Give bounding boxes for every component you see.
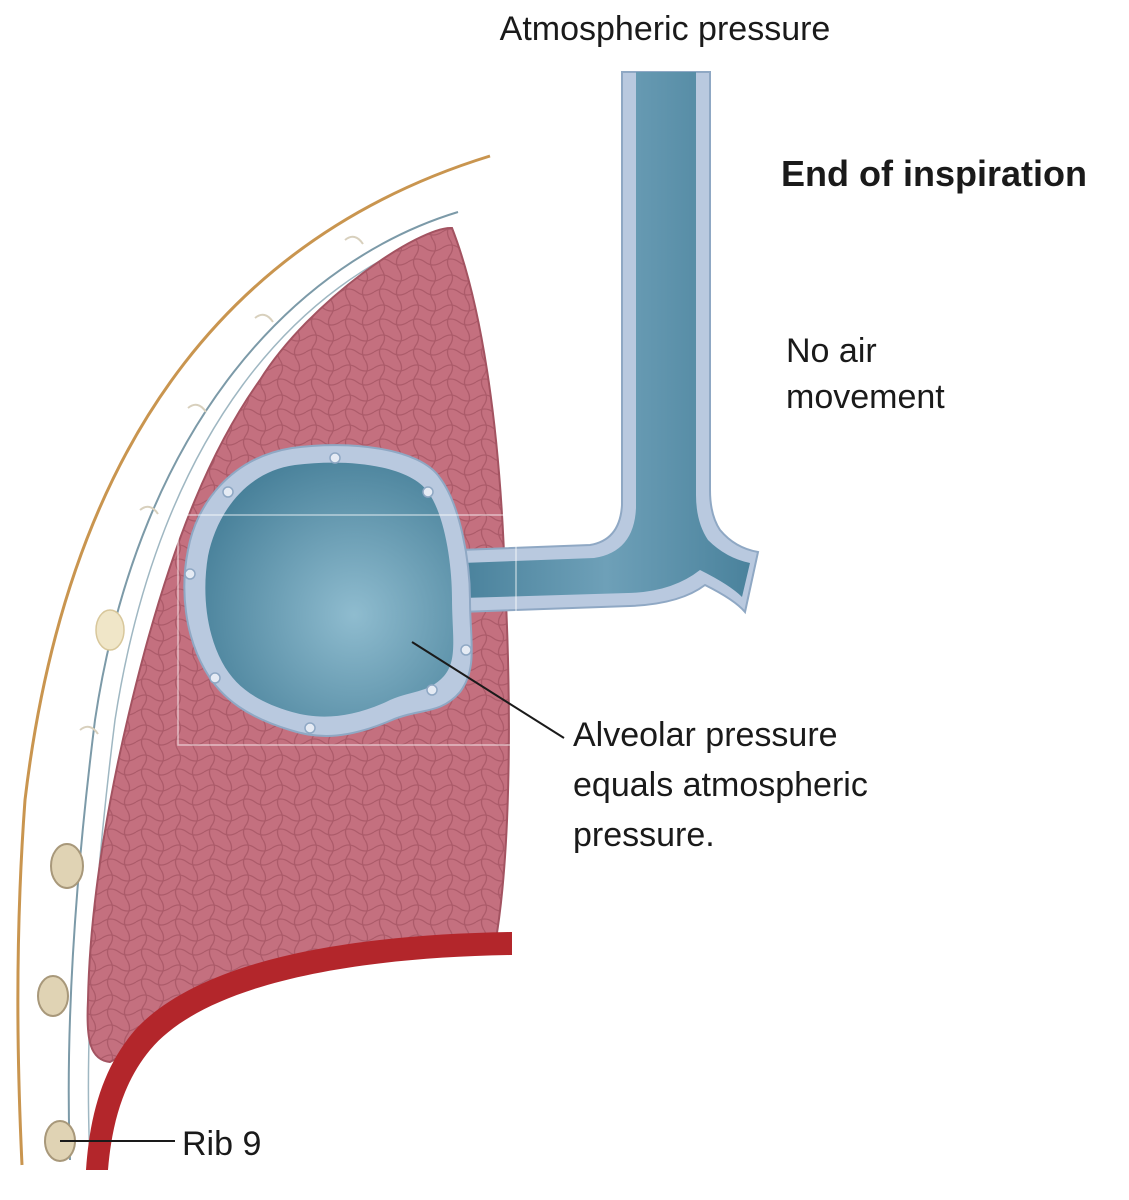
air-movement-label: No air movement	[786, 332, 945, 416]
rib-outlines	[79, 235, 364, 735]
phase-title: End of inspiration	[781, 153, 1087, 194]
rib-upper	[50, 843, 84, 889]
magnification-frame	[177, 514, 517, 746]
alveolar-pressure-label: Alveolar pressure equals atmospheric pre…	[573, 716, 877, 854]
rib-crosssection	[95, 609, 125, 651]
alveolar-wall-cells	[184, 452, 472, 734]
airway	[459, 71, 760, 615]
rib-label: Rib 9	[182, 1125, 261, 1163]
thoracic-wall-line	[16, 154, 491, 1166]
parietal-pleura-line	[67, 211, 459, 1161]
diaphragm	[86, 932, 512, 1170]
ribs	[37, 843, 84, 1162]
alveolus	[183, 444, 473, 737]
alveolar-leader-line	[411, 641, 565, 739]
atmospheric-pressure-label: Atmospheric pressure	[500, 10, 831, 48]
rib-middle	[37, 975, 69, 1017]
